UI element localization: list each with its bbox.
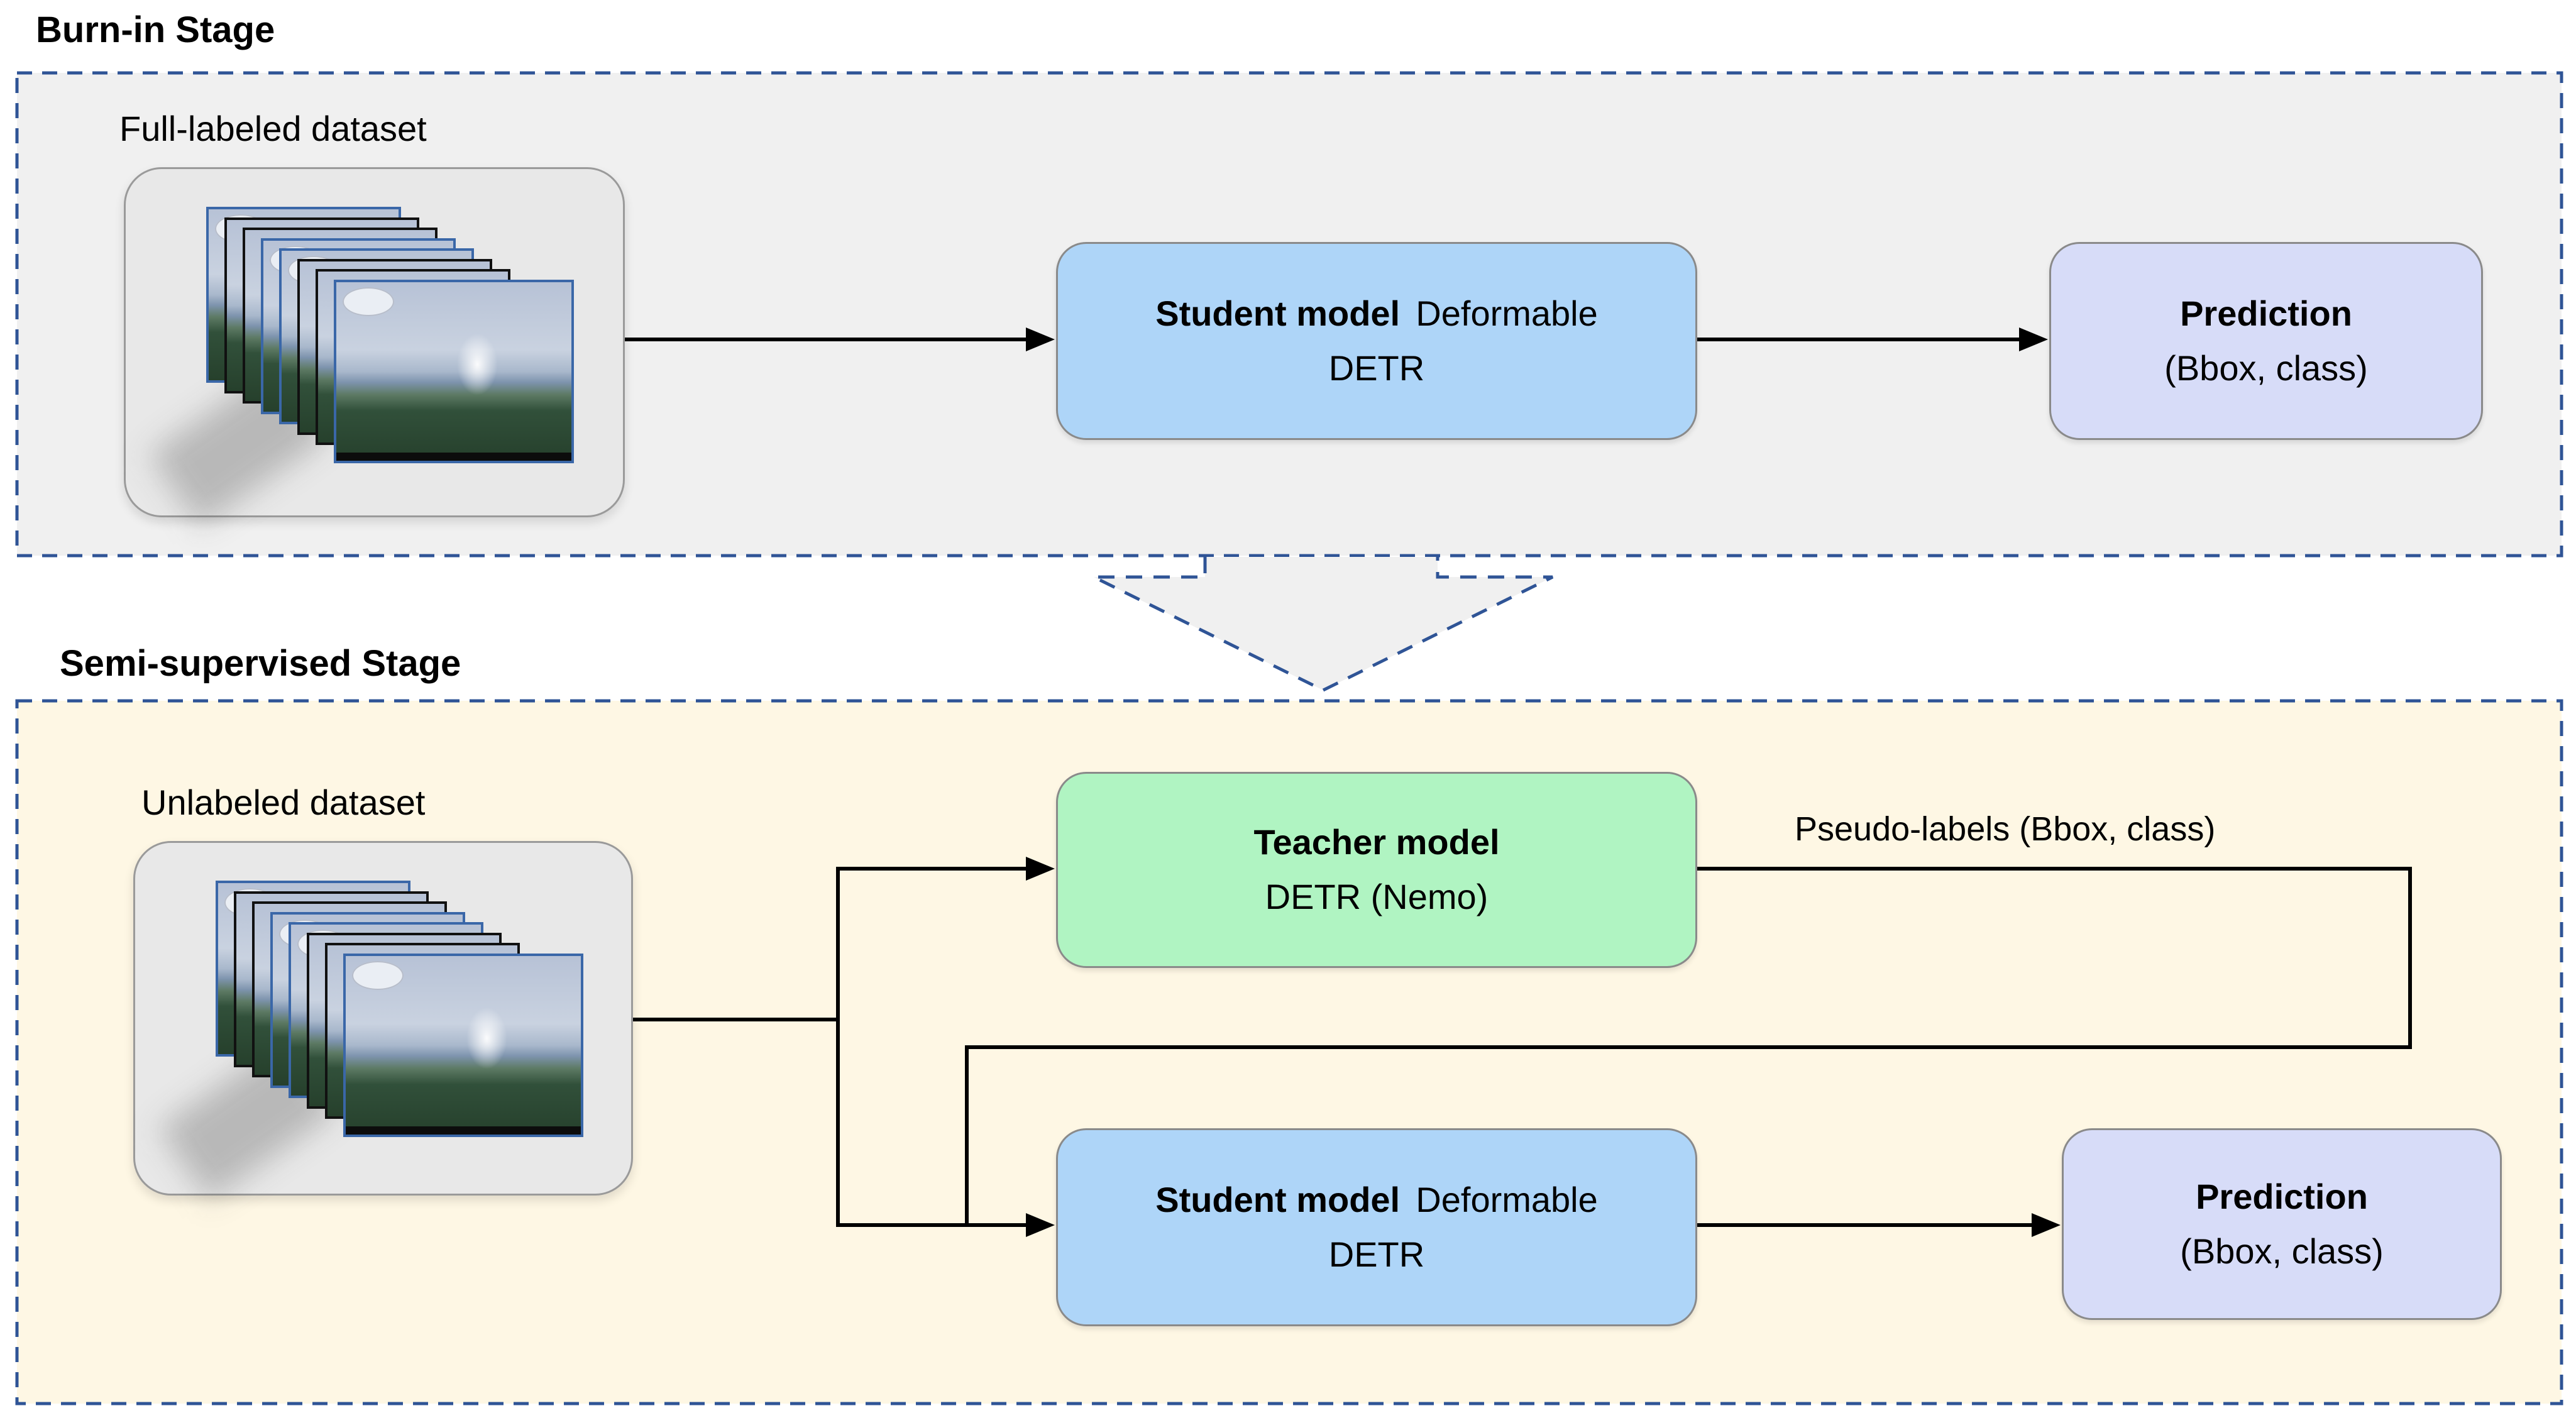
full-labeled-dataset-card xyxy=(124,167,625,517)
student-model-line2: DETR xyxy=(1328,348,1425,388)
dataset-photo-stack xyxy=(135,843,631,1194)
pseudo-labels-annotation: Pseudo-labels (Bbox, class) xyxy=(1795,810,2216,848)
semi-supervised-stage-title: Semi-supervised Stage xyxy=(60,643,461,684)
student-model-name: Student model xyxy=(1155,293,1401,333)
arrowhead xyxy=(1026,327,1055,351)
student-model-arch: Deformable xyxy=(1416,293,1598,333)
teacher-model-name: Teacher model xyxy=(1253,822,1500,862)
prediction-subtitle: (Bbox, class) xyxy=(2180,1231,2384,1271)
prediction-box-semi: Prediction (Bbox, class) xyxy=(2062,1128,2502,1320)
student-model-line2: DETR xyxy=(1328,1234,1425,1274)
unlabeled-dataset-card xyxy=(133,841,633,1196)
stage-transition-arrow-icon xyxy=(1093,557,1554,692)
teacher-model-box: Teacher model DETR (Nemo) xyxy=(1056,772,1697,968)
unlabeled-dataset-label: Unlabeled dataset xyxy=(141,783,426,822)
prediction-subtitle: (Bbox, class) xyxy=(2164,348,2368,388)
prediction-title: Prediction xyxy=(2196,1176,2368,1216)
arrowhead xyxy=(1026,1213,1055,1237)
full-labeled-dataset-label: Full-labeled dataset xyxy=(119,109,427,148)
prediction-box-burnin: Prediction (Bbox, class) xyxy=(2049,242,2483,440)
arrowhead xyxy=(2019,327,2048,351)
burn-in-stage-title: Burn-in Stage xyxy=(36,9,275,50)
dataset-photo-front xyxy=(334,280,574,463)
student-model-box-semi: Student model Deformable DETR xyxy=(1056,1128,1697,1326)
student-model-name: Student model xyxy=(1155,1179,1401,1219)
dataset-photo-front xyxy=(343,954,583,1137)
teacher-model-arch: DETR (Nemo) xyxy=(1265,877,1489,916)
arrowhead xyxy=(2032,1213,2061,1237)
student-model-line1: Student model Deformable xyxy=(1155,287,1598,341)
prediction-title: Prediction xyxy=(2180,293,2352,333)
student-model-line1: Student model Deformable xyxy=(1155,1173,1598,1228)
student-model-box-burnin: Student model Deformable DETR xyxy=(1056,242,1697,440)
student-model-arch: Deformable xyxy=(1416,1179,1598,1219)
dataset-photo-stack xyxy=(126,169,623,515)
arrowhead xyxy=(1026,857,1055,881)
